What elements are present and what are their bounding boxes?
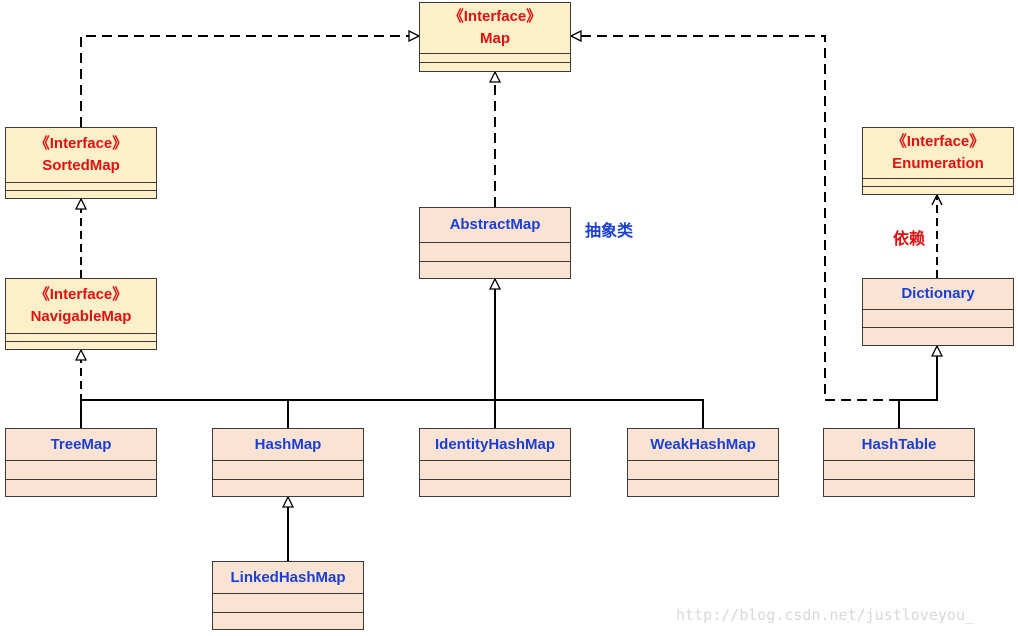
sortedmap-attributes <box>6 183 156 191</box>
treemap-name: TreeMap <box>6 429 156 461</box>
weakhashmap-name: WeakHashMap <box>628 429 778 461</box>
navigablemap-stereotype: 《Interface》 <box>34 286 128 303</box>
navigablemap-attributes <box>6 334 156 342</box>
watermark: http://blog.csdn.net/justloveyou_ <box>676 606 975 624</box>
dictionary-name: Dictionary <box>863 279 1013 310</box>
treemap-class-box: TreeMap <box>5 428 157 497</box>
hashmap-class-box: HashMap <box>212 428 364 497</box>
weakhashmap-attributes <box>628 461 778 480</box>
treemap-attributes <box>6 461 156 480</box>
sortedmap-interface-header: 《Interface》 SortedMap <box>6 128 156 183</box>
enumeration-interface-box: 《Interface》 Enumeration <box>862 127 1014 195</box>
linkedhashmap-attributes <box>213 594 363 613</box>
enumeration-stereotype: 《Interface》 <box>891 133 985 150</box>
dictionary-class-box: Dictionary <box>862 278 1014 346</box>
map-interface-box: 《Interface》 Map <box>419 2 571 72</box>
map-interface-header: 《Interface》 Map <box>420 3 570 54</box>
linkedhashmap-class-box: LinkedHashMap <box>212 561 364 630</box>
abstractmap-hierarchy-bus <box>80 399 704 428</box>
hashtable-name: HashTable <box>824 429 974 461</box>
map-name: Map <box>480 30 510 47</box>
sortedmap-interface-box: 《Interface》 SortedMap <box>5 127 157 199</box>
enumeration-name: Enumeration <box>892 155 984 172</box>
abstractmap-class-box: AbstractMap <box>419 207 571 279</box>
enumeration-attributes <box>863 179 1013 187</box>
map-stereotype: 《Interface》 <box>448 8 542 25</box>
hashmap-attributes <box>213 461 363 480</box>
map-attributes <box>420 54 570 63</box>
enumeration-interface-header: 《Interface》 Enumeration <box>863 128 1013 179</box>
identityhashmap-attributes <box>420 461 570 480</box>
dependency-note: 依赖 <box>893 229 926 248</box>
abstract-class-note: 抽象类 <box>585 221 634 240</box>
hashtable-extends-dictionary <box>898 346 937 428</box>
hashtable-implements-map <box>571 36 899 401</box>
identityhashmap-name: IdentityHashMap <box>420 429 570 461</box>
hashmap-name: HashMap <box>213 429 363 461</box>
abstractmap-name: AbstractMap <box>420 208 570 243</box>
sortedmap-name: SortedMap <box>42 157 120 174</box>
sortedmap-extends-map <box>80 36 419 127</box>
sortedmap-stereotype: 《Interface》 <box>34 135 128 152</box>
linkedhashmap-name: LinkedHashMap <box>213 562 363 594</box>
hashtable-class-box: HashTable <box>823 428 975 497</box>
hashtable-attributes <box>824 461 974 480</box>
dictionary-attributes <box>863 310 1013 328</box>
navigablemap-name: NavigableMap <box>30 308 132 325</box>
identityhashmap-class-box: IdentityHashMap <box>419 428 571 497</box>
navigablemap-interface-box: 《Interface》 NavigableMap <box>5 278 157 350</box>
abstractmap-attributes <box>420 243 570 262</box>
navigablemap-interface-header: 《Interface》 NavigableMap <box>6 279 156 334</box>
weakhashmap-class-box: WeakHashMap <box>627 428 779 497</box>
